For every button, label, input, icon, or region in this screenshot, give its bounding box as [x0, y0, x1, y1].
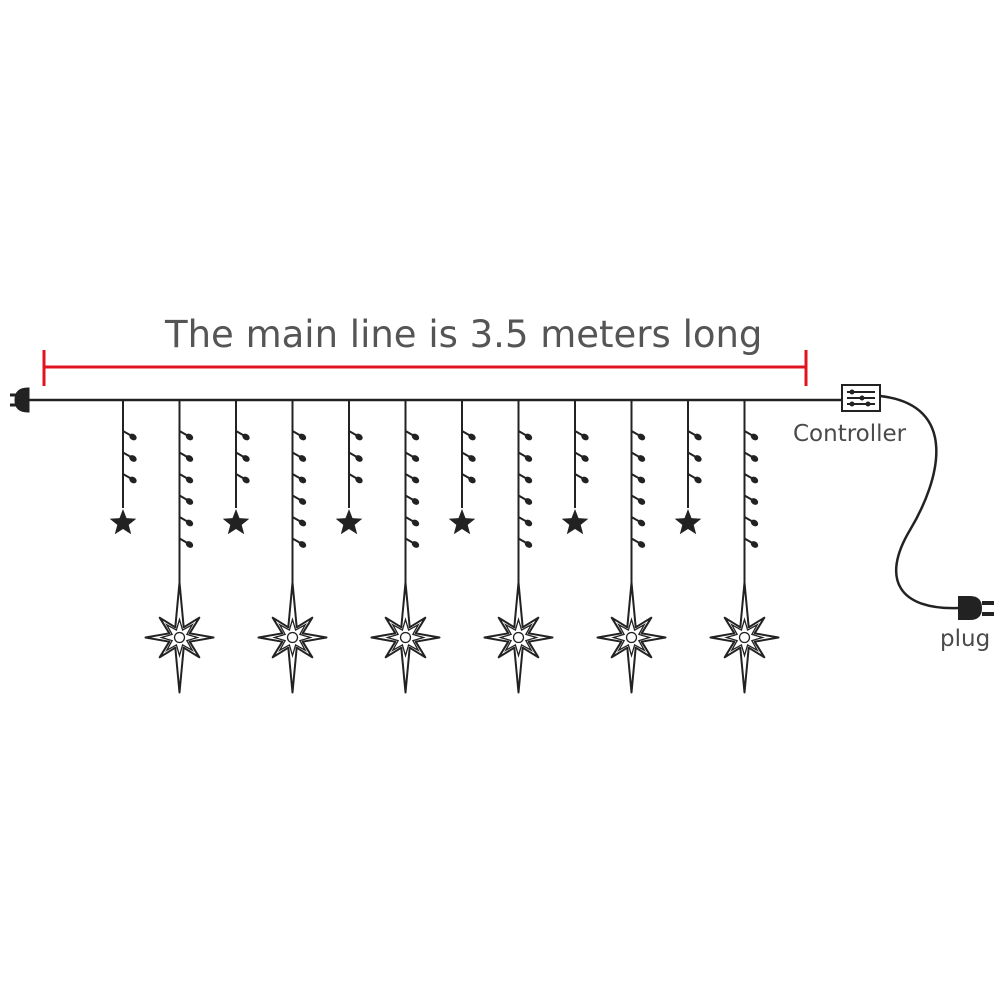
- bulb-icon: [292, 516, 307, 527]
- bulb-icon: [687, 430, 702, 441]
- power-plug-icon: [958, 596, 994, 620]
- hanging-strands: [109, 400, 780, 694]
- eight-point-star-icon: [483, 581, 554, 694]
- bulb-icon: [179, 430, 194, 441]
- bulb-icon: [744, 473, 759, 484]
- bulb-icon: [292, 430, 307, 441]
- bulb-icon: [292, 451, 307, 462]
- bulb-icon: [179, 516, 194, 527]
- bulb-icon: [405, 537, 420, 548]
- strand-short: [335, 400, 363, 535]
- bulb-icon: [179, 494, 194, 505]
- bulb-icon: [405, 473, 420, 484]
- plug-cable: [879, 394, 959, 610]
- strand-long: [596, 400, 667, 694]
- small-star-icon: [448, 509, 476, 535]
- measurement-label: The main line is 3.5 meters long: [165, 313, 763, 356]
- eight-point-star-icon: [370, 581, 441, 694]
- bulb-icon: [518, 516, 533, 527]
- bulb-icon: [518, 494, 533, 505]
- eight-point-star-icon: [144, 581, 215, 694]
- bulb-icon: [405, 516, 420, 527]
- bulb-icon: [631, 494, 646, 505]
- bulb-icon: [631, 537, 646, 548]
- small-star-icon: [674, 509, 702, 535]
- bulb-icon: [348, 473, 363, 484]
- measurement-bracket: [42, 350, 808, 386]
- bulb-icon: [687, 473, 702, 484]
- input-connector-icon: [10, 387, 30, 413]
- bulb-icon: [744, 537, 759, 548]
- strand-short: [561, 400, 589, 535]
- bulb-icon: [574, 451, 589, 462]
- eight-point-star-icon: [709, 581, 780, 694]
- strand-short: [448, 400, 476, 535]
- bulb-icon: [574, 473, 589, 484]
- eight-point-star-icon: [596, 581, 667, 694]
- bulb-icon: [461, 451, 476, 462]
- bulb-icon: [574, 430, 589, 441]
- eight-point-star-icon: [257, 581, 328, 694]
- bulb-icon: [461, 473, 476, 484]
- bulb-icon: [179, 451, 194, 462]
- controller-box-icon: [841, 384, 881, 412]
- bulb-icon: [348, 451, 363, 462]
- bulb-icon: [235, 473, 250, 484]
- strand-short: [674, 400, 702, 535]
- bulb-icon: [687, 451, 702, 462]
- bulb-icon: [348, 430, 363, 441]
- strand-short: [109, 400, 137, 535]
- strand-long: [257, 400, 328, 694]
- bulb-icon: [518, 473, 533, 484]
- strand-long: [483, 400, 554, 694]
- bulb-icon: [518, 430, 533, 441]
- bulb-icon: [122, 430, 137, 441]
- bulb-icon: [292, 537, 307, 548]
- bulb-icon: [405, 494, 420, 505]
- controller-label: Controller: [793, 421, 907, 447]
- bulb-icon: [518, 451, 533, 462]
- bulb-icon: [744, 516, 759, 527]
- bulb-icon: [405, 430, 420, 441]
- bulb-icon: [631, 516, 646, 527]
- strand-long: [144, 400, 215, 694]
- bulb-icon: [631, 451, 646, 462]
- plug-label: plug: [940, 626, 991, 652]
- small-star-icon: [109, 509, 137, 535]
- bulb-icon: [179, 537, 194, 548]
- bulb-icon: [122, 473, 137, 484]
- bulb-icon: [518, 537, 533, 548]
- bulb-icon: [461, 430, 476, 441]
- bulb-icon: [292, 473, 307, 484]
- bulb-icon: [744, 494, 759, 505]
- bulb-icon: [631, 430, 646, 441]
- small-star-icon: [335, 509, 363, 535]
- bulb-icon: [292, 494, 307, 505]
- bulb-icon: [405, 451, 420, 462]
- bulb-icon: [235, 430, 250, 441]
- small-star-icon: [222, 509, 250, 535]
- small-star-icon: [561, 509, 589, 535]
- bulb-icon: [235, 451, 250, 462]
- bulb-icon: [631, 473, 646, 484]
- strand-short: [222, 400, 250, 535]
- bulb-icon: [122, 451, 137, 462]
- strand-long: [370, 400, 441, 694]
- bulb-icon: [179, 473, 194, 484]
- bulb-icon: [744, 451, 759, 462]
- strand-long: [709, 400, 780, 694]
- bulb-icon: [744, 430, 759, 441]
